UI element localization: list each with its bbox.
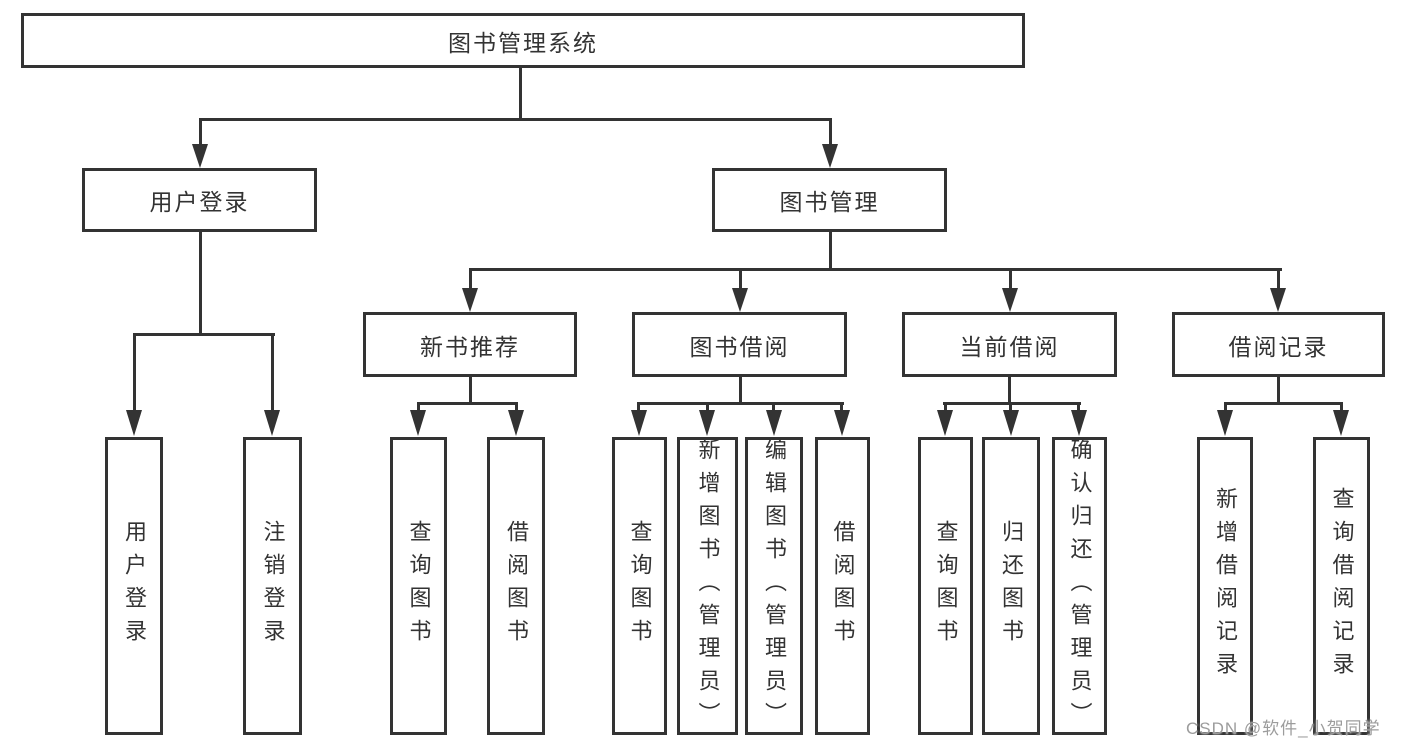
connector-line	[519, 68, 522, 121]
arrow-down-icon	[834, 410, 850, 436]
leaf-label: 借阅图书	[504, 520, 529, 652]
node-new-book-recommend: 新书推荐	[363, 312, 577, 377]
connector-line	[417, 402, 518, 405]
connector-line	[739, 270, 742, 290]
arrow-down-icon	[1002, 288, 1018, 312]
connector-line	[133, 333, 275, 336]
node-label: 图书管理系统	[448, 29, 598, 56]
leaf-label: 借阅图书	[830, 520, 856, 652]
connector-line	[706, 404, 709, 414]
leaf-add-borrow-record: 新增借阅记录	[1197, 437, 1253, 735]
arrow-down-icon	[937, 410, 953, 436]
node-label: 用户登录	[149, 189, 250, 215]
connector-line	[739, 377, 742, 405]
leaf-label: 查询图书	[406, 520, 432, 652]
leaf-user-login: 用户登录	[105, 437, 163, 735]
connector-line	[944, 404, 947, 414]
node-label: 新书推荐	[420, 333, 520, 360]
connector-line	[1077, 404, 1080, 414]
node-label: 借阅记录	[1228, 333, 1329, 360]
connector-line	[133, 335, 136, 413]
connector-line	[772, 404, 775, 414]
arrow-down-icon	[126, 410, 142, 436]
leaf-query-books-current: 查询图书	[918, 437, 973, 735]
leaf-logout: 注销登录	[243, 437, 302, 735]
arrow-down-icon	[192, 144, 208, 168]
leaf-label: 新增图书（管理员）	[695, 437, 721, 735]
connector-line	[1009, 404, 1012, 414]
arrow-down-icon	[766, 410, 782, 436]
csdn-watermark: CSDN @软件_小贺同学	[1186, 719, 1381, 738]
connector-line	[840, 404, 843, 414]
arrow-down-icon	[1217, 410, 1233, 436]
connector-line	[637, 402, 844, 405]
node-root-system: 图书管理系统	[21, 13, 1025, 68]
connector-line	[199, 118, 832, 121]
arrow-down-icon	[410, 410, 426, 436]
arrow-down-icon	[1333, 410, 1349, 436]
connector-line	[637, 404, 640, 414]
leaf-query-books-recommend: 查询图书	[390, 437, 447, 735]
connector-line	[199, 120, 202, 146]
arrow-down-icon	[699, 410, 715, 436]
leaf-label: 查询图书	[933, 520, 959, 652]
arrow-down-icon	[1270, 288, 1286, 312]
node-label: 图书管理	[779, 189, 880, 215]
connector-line	[1340, 404, 1343, 414]
node-label: 当前借阅	[959, 333, 1060, 360]
arrow-down-icon	[462, 288, 478, 312]
leaf-label: 归还图书	[999, 520, 1024, 652]
connector-line	[417, 404, 420, 414]
leaf-label: 查询借阅记录	[1329, 487, 1355, 685]
leaf-return-books: 归还图书	[982, 437, 1040, 735]
connector-line	[1277, 270, 1280, 290]
arrow-down-icon	[1071, 410, 1087, 436]
node-book-management: 图书管理	[712, 168, 947, 232]
leaf-add-books-admin: 新增图书（管理员）	[677, 437, 738, 735]
connector-line	[469, 270, 472, 290]
node-user-login: 用户登录	[82, 168, 317, 232]
connector-line	[1009, 270, 1012, 290]
leaf-edit-books-admin: 编辑图书（管理员）	[745, 437, 803, 735]
connector-line	[829, 120, 832, 146]
arrow-down-icon	[631, 410, 647, 436]
arrow-down-icon	[732, 288, 748, 312]
connector-line	[943, 402, 1081, 405]
leaf-label: 编辑图书（管理员）	[762, 437, 787, 735]
connector-line	[1008, 377, 1011, 405]
leaf-confirm-return-admin: 确认归还（管理员）	[1052, 437, 1107, 735]
node-current-borrow: 当前借阅	[902, 312, 1117, 377]
connector-line	[469, 268, 1282, 271]
leaf-label: 注销登录	[260, 520, 286, 652]
node-label: 图书借阅	[689, 333, 790, 360]
leaf-label: 确认归还（管理员）	[1067, 437, 1093, 735]
connector-line	[515, 404, 518, 414]
node-book-borrow: 图书借阅	[632, 312, 847, 377]
leaf-label: 查询图书	[627, 520, 653, 652]
connector-line	[1277, 377, 1280, 405]
leaf-query-borrow-record: 查询借阅记录	[1313, 437, 1370, 735]
leaf-query-books-borrow: 查询图书	[612, 437, 667, 735]
leaf-label: 新增借阅记录	[1213, 487, 1238, 685]
arrow-down-icon	[822, 144, 838, 168]
arrow-down-icon	[508, 410, 524, 436]
leaf-borrow-books-recommend: 借阅图书	[487, 437, 545, 735]
connector-line	[1224, 404, 1227, 414]
connector-line	[1224, 402, 1343, 405]
leaf-label: 用户登录	[122, 520, 147, 652]
connector-line	[469, 377, 472, 405]
connector-line	[829, 232, 832, 270]
node-borrow-records: 借阅记录	[1172, 312, 1385, 377]
arrow-down-icon	[1003, 410, 1019, 436]
arrow-down-icon	[264, 410, 280, 436]
connector-line	[271, 335, 274, 413]
connector-line	[199, 232, 202, 336]
leaf-borrow-books: 借阅图书	[815, 437, 870, 735]
